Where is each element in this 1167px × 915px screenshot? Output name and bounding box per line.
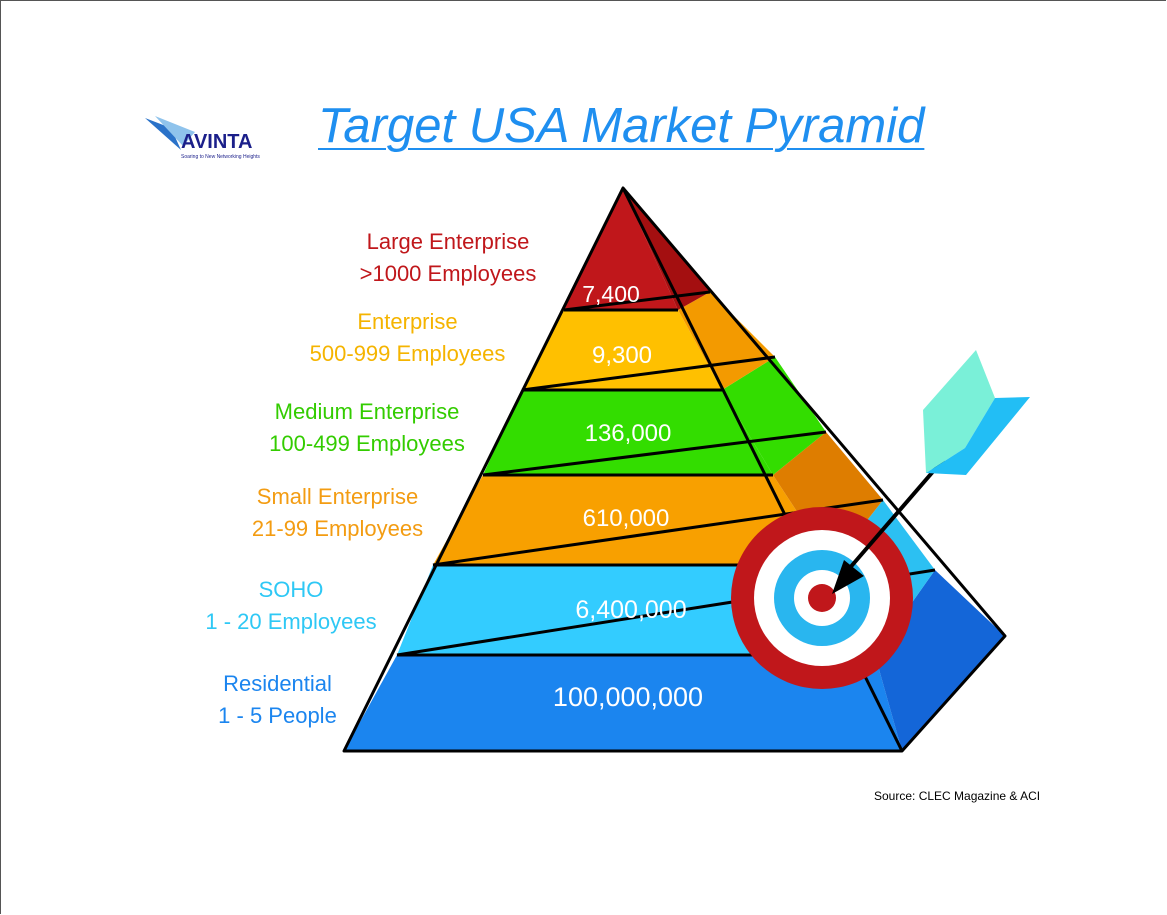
segment-name: Medium Enterprise bbox=[274, 399, 460, 424]
segment-large-side bbox=[623, 188, 710, 310]
segment-size: 1 - 5 People bbox=[218, 703, 337, 728]
segment-value-residential: 100,000,000 bbox=[553, 682, 703, 712]
segment-label-small: Small Enterprise 21-99 Employees bbox=[230, 481, 445, 545]
segment-label-medium: Medium Enterprise 100-499 Employees bbox=[247, 396, 487, 460]
source-note: Source: CLEC Magazine & ACI bbox=[874, 789, 1041, 803]
svg-text:Soaring to New Networking Heig: Soaring to New Networking Heights bbox=[181, 154, 260, 160]
segment-size: 100-499 Employees bbox=[269, 431, 465, 456]
segment-label-large: Large Enterprise >1000 Employees bbox=[333, 226, 563, 290]
segment-value-small: 610,000 bbox=[583, 505, 670, 532]
segment-name: Small Enterprise bbox=[256, 484, 419, 509]
segment-residential-front bbox=[344, 655, 902, 751]
segment-size: 21-99 Employees bbox=[251, 516, 424, 541]
avinta-logo: AVINTA Soaring to New Networking Heights bbox=[145, 116, 260, 160]
target-icon bbox=[731, 507, 913, 689]
segment-value-soho: 6,400,000 bbox=[575, 596, 686, 624]
segment-label-residential: Residential 1 - 5 People bbox=[200, 668, 355, 732]
segment-name: SOHO bbox=[258, 577, 324, 602]
segment-size: 500-999 Employees bbox=[309, 341, 506, 366]
segment-medium-front bbox=[483, 390, 773, 475]
segment-label-enterprise: Enterprise 500-999 Employees bbox=[285, 306, 530, 370]
segment-value-enterprise: 9,300 bbox=[592, 342, 652, 369]
segment-label-soho: SOHO 1 - 20 Employees bbox=[185, 574, 397, 638]
svg-text:AVINTA: AVINTA bbox=[181, 131, 252, 153]
page-title: Target USA Market Pyramid bbox=[318, 99, 925, 153]
segment-value-large: 7,400 bbox=[582, 281, 640, 307]
segment-size: >1000 Employees bbox=[359, 261, 537, 286]
segment-large-front bbox=[564, 188, 678, 310]
segment-name: Large Enterprise bbox=[366, 229, 530, 254]
segment-name: Residential bbox=[223, 671, 332, 696]
segment-name: Enterprise bbox=[357, 309, 458, 334]
segment-small-front bbox=[433, 475, 832, 565]
segment-enterprise-side bbox=[678, 292, 775, 390]
segment-size: 1 - 20 Employees bbox=[205, 609, 377, 634]
segment-value-medium: 136,000 bbox=[585, 420, 672, 447]
arrow-icon bbox=[832, 350, 1030, 594]
segment-medium-side bbox=[722, 357, 826, 475]
